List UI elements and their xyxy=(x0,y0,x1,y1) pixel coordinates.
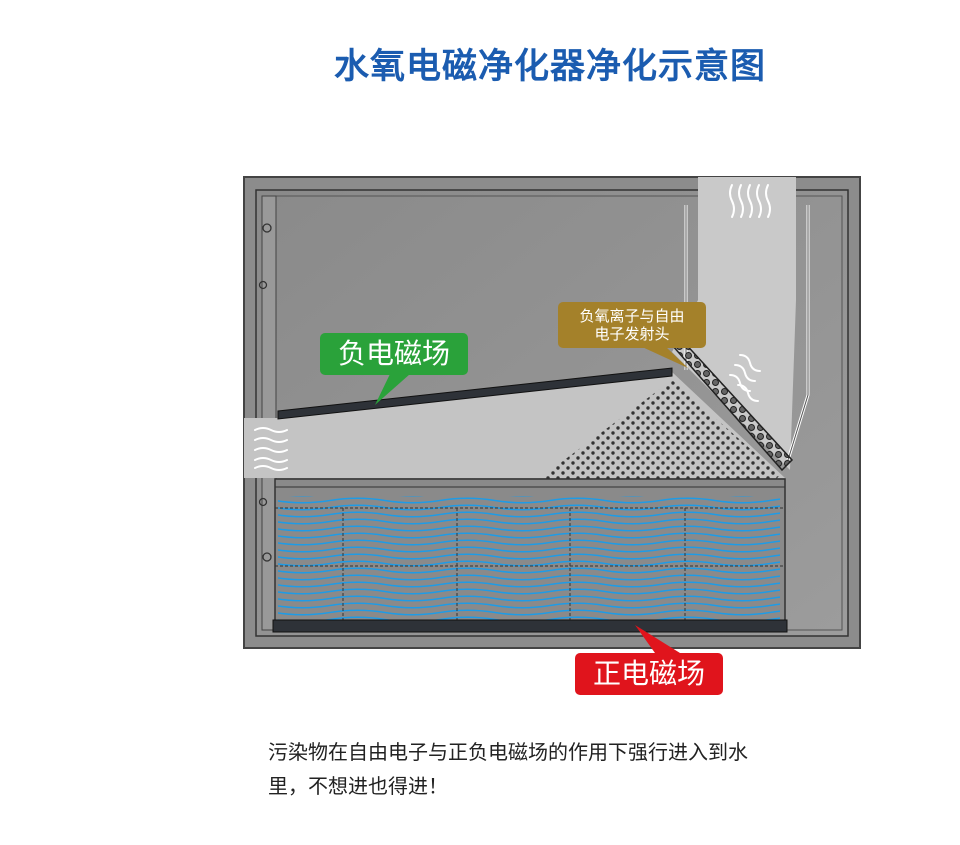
emitter-label-pointer xyxy=(640,346,688,368)
negative-label-pointer xyxy=(375,374,410,405)
page-title: 水氧电磁净化器净化示意图 xyxy=(333,47,766,87)
negative-field-label: 负电磁场 xyxy=(320,333,468,375)
caption-line2: 里，不想进也得进！ xyxy=(268,774,448,798)
caption: 污染物在自由电子与正负电磁场的作用下强行进入到水 里，不想进也得进！ xyxy=(268,735,868,803)
negative-field-plate xyxy=(277,367,673,420)
emitter-label: 负氧离子与自由 电子发射头 xyxy=(558,302,706,348)
airflow-icon xyxy=(254,184,771,471)
caption-line1: 污染物在自由电子与正负电磁场的作用下强行进入到水 xyxy=(268,740,748,764)
emitter-label-line1: 负氧离子与自由 xyxy=(579,307,685,325)
positive-field-label: 正电磁场 xyxy=(575,653,723,695)
positive-label-pointer xyxy=(635,625,680,653)
top-air-duct xyxy=(672,177,796,470)
positive-field-plate xyxy=(272,619,788,633)
emitter-label-line2: 电子发射头 xyxy=(594,325,670,343)
